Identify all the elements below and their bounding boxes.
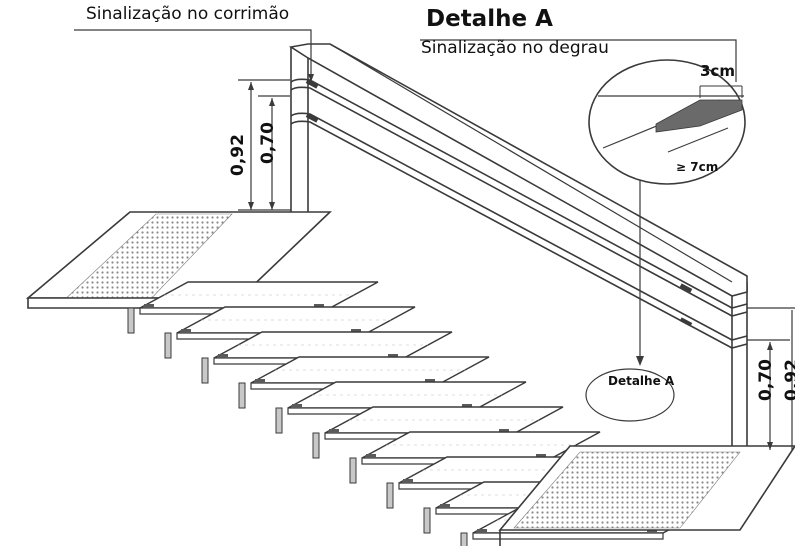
step-signage-mark-left [292, 404, 302, 408]
step-riser-side [238, 382, 246, 409]
handrail-signage-mark-top [305, 79, 319, 89]
step-signage-mark-right [351, 329, 361, 333]
step-signage-mark-right [388, 354, 398, 358]
step-edge-signage [655, 99, 743, 133]
step-signage-mark-right [462, 404, 472, 408]
step-riser-side [312, 432, 320, 459]
detail-a-callout [585, 368, 675, 422]
step-riser-side [460, 532, 468, 546]
step-riser-side [386, 482, 394, 509]
step-riser-side [423, 507, 431, 534]
handrail-label-leader [74, 29, 314, 82]
height-dimensions-right [747, 307, 795, 450]
dimension-3cm: 3cm [700, 62, 735, 80]
height-092-right: 0,92 [782, 359, 795, 401]
height-070-right: 0,70 [756, 359, 776, 401]
handrail-signage-mark-bottom [679, 283, 693, 293]
detail-label-leader [420, 39, 737, 82]
height-092-left: 0,92 [228, 134, 248, 176]
detail-a-magnifier [588, 59, 746, 366]
height-070-left: 0,70 [258, 122, 278, 164]
step-signage-mark-left [366, 454, 376, 458]
dimension-7cm: ≥ 7cm [676, 160, 719, 174]
handrail-092 [290, 78, 748, 317]
step-signage-mark-right [536, 454, 546, 458]
height-dimensions-left [238, 79, 291, 211]
step-signage-mark-right [647, 529, 657, 533]
tactile-floor-lower [513, 451, 741, 529]
step-riser-side [127, 307, 135, 334]
handrail-070 [290, 112, 748, 349]
handrail-signage-label: Sinalização no corrimão [86, 4, 290, 24]
step-riser-front [472, 532, 664, 540]
step-signage-mark-left [477, 529, 487, 533]
step-signage-mark-left [403, 479, 413, 483]
step-riser-side [275, 407, 283, 434]
step-riser-side [201, 357, 209, 384]
step-signage-mark-left [440, 504, 450, 508]
handrail-posts [290, 47, 748, 454]
step-signage-mark-right [314, 304, 324, 308]
step-riser-side [349, 457, 357, 484]
detail-title: Detalhe A [426, 6, 553, 32]
step-signage-mark-left [144, 304, 154, 308]
handrail-upper [288, 43, 748, 297]
step-signage-mark-left [255, 379, 265, 383]
step-signage-mark-left [181, 329, 191, 333]
step-signage-mark-right [499, 429, 509, 433]
step-signage-mark-left [218, 354, 228, 358]
lower-landing [498, 445, 795, 546]
detail-subtitle: Sinalização no degrau [421, 38, 609, 58]
step-signage-mark-left [329, 429, 339, 433]
step-riser-side [164, 332, 172, 359]
detail-marker-label: Detalhe A [608, 374, 675, 388]
step-signage-mark-right [425, 379, 435, 383]
